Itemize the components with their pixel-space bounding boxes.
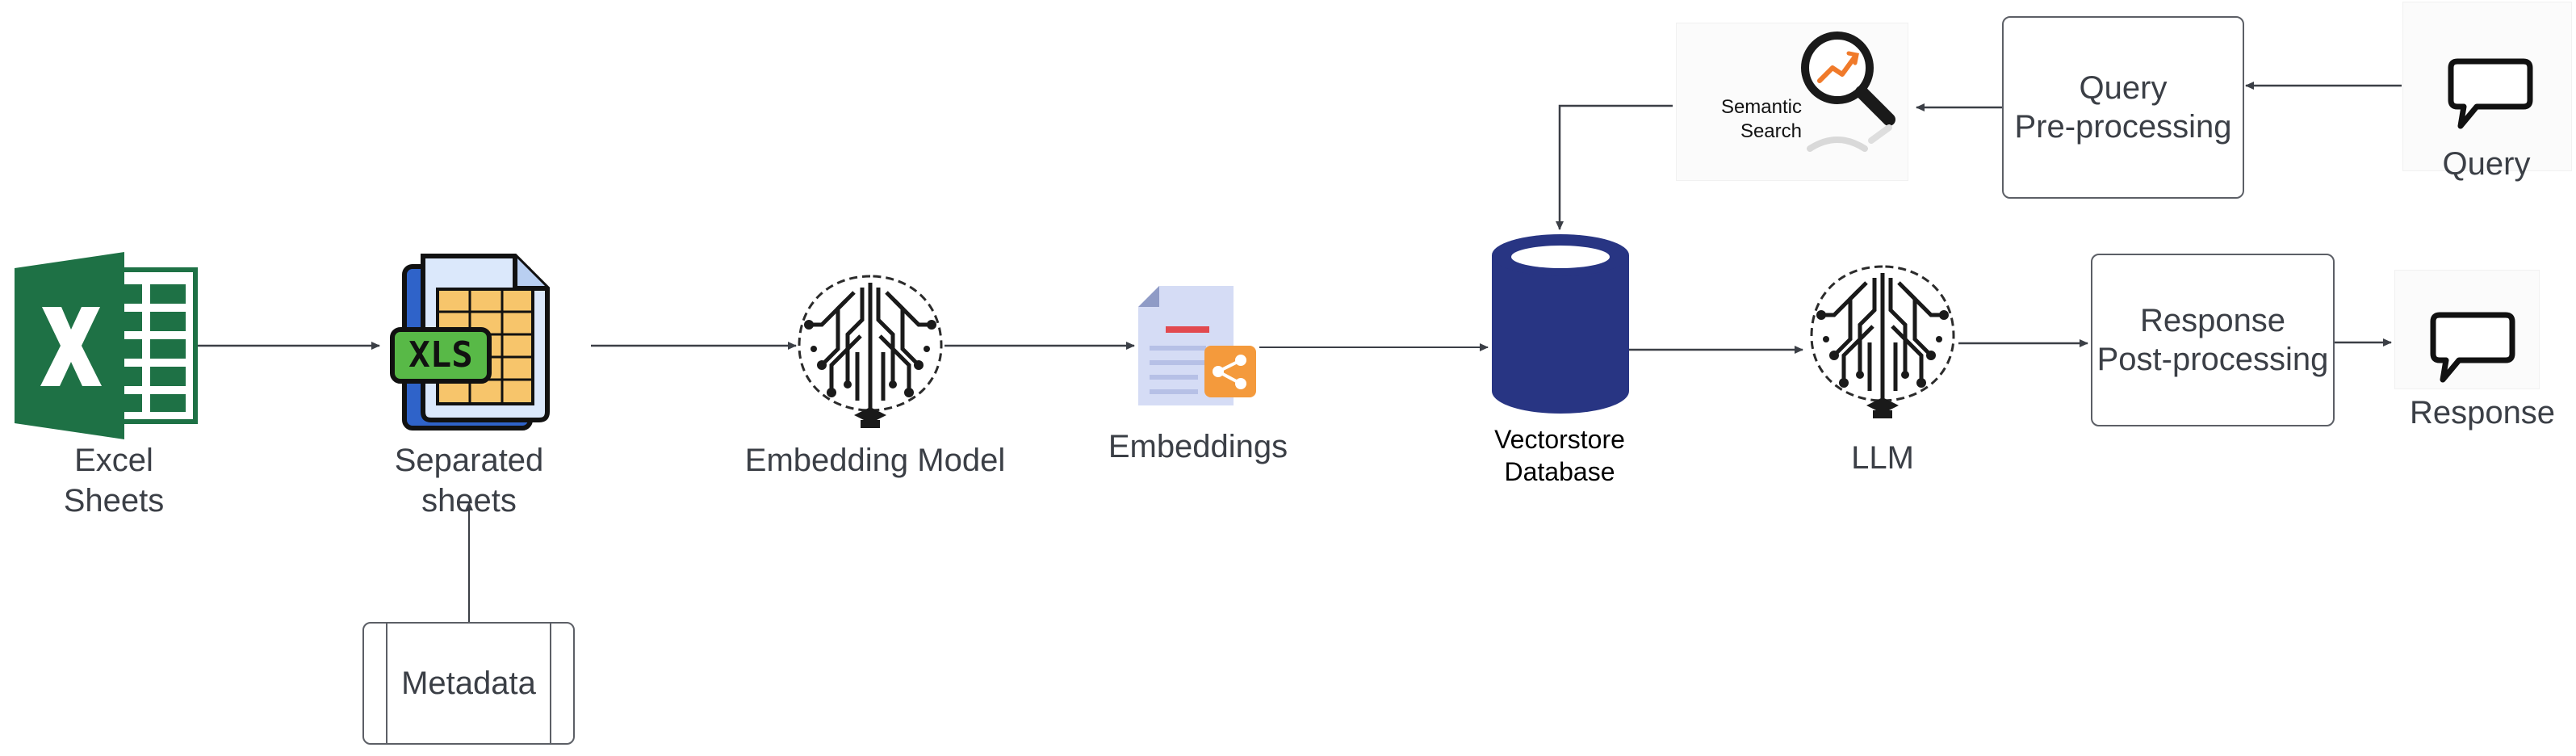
separated-label-line1: Separated — [394, 443, 544, 478]
circuit-brain-icon — [798, 275, 943, 428]
semantic-search-line2: Search — [1740, 120, 1802, 142]
query-pre-processing-label: Query Pre-processing — [2004, 69, 2243, 146]
response-post-processing-box: Response Post-processing — [2091, 254, 2335, 426]
speech-bubble-icon — [2448, 58, 2533, 129]
circuit-brain-icon — [1810, 265, 1955, 418]
query-pre-processing-box: Query Pre-processing — [2002, 16, 2244, 199]
excel-icon — [15, 252, 198, 439]
speech-bubble-icon — [2430, 312, 2515, 383]
embedding-model-label: Embedding Model — [744, 443, 1006, 478]
xls-file-icon: XLS — [390, 254, 550, 430]
shared-document-icon — [1138, 286, 1256, 405]
separated-label-line2: sheets — [421, 483, 517, 519]
excel-label-line2: Sheets — [63, 483, 165, 519]
xls-badge-text: XLS — [408, 334, 472, 376]
vectorstore-label: Vectorstore Database — [1463, 423, 1657, 488]
separated-sheets-label: Separated sheets — [370, 440, 568, 521]
edge-semantic-search-to-vectorstore — [1556, 104, 1673, 230]
excel-label-line1: Excel — [74, 443, 153, 478]
query-pre-line2: Pre-processing — [2014, 109, 2232, 145]
llm-label: LLM — [1851, 440, 1914, 476]
metadata-box: Metadata — [362, 622, 575, 745]
response-post-line1: Response — [2139, 303, 2286, 338]
vectorstore-label-line1: Vectorstore — [1494, 425, 1625, 454]
response-post-processing-label: Response Post-processing — [2092, 301, 2333, 379]
response-post-line2: Post-processing — [2096, 342, 2329, 377]
query-pre-line1: Query — [2079, 70, 2168, 106]
embeddings-label: Embeddings — [1108, 429, 1288, 464]
semantic-search-line1: Semantic — [1720, 96, 1802, 118]
metadata-label: Metadata — [401, 666, 536, 701]
semantic-search-label: Semantic Search — [1695, 95, 1802, 144]
magnifier-chart-icon — [1801, 32, 1895, 152]
vectorstore-label-line2: Database — [1504, 457, 1615, 486]
excel-sheets-label: Excel Sheets — [31, 440, 196, 521]
response-label: Response — [2409, 395, 2556, 430]
query-label: Query — [2442, 146, 2531, 182]
database-cylinder-icon — [1492, 234, 1629, 414]
